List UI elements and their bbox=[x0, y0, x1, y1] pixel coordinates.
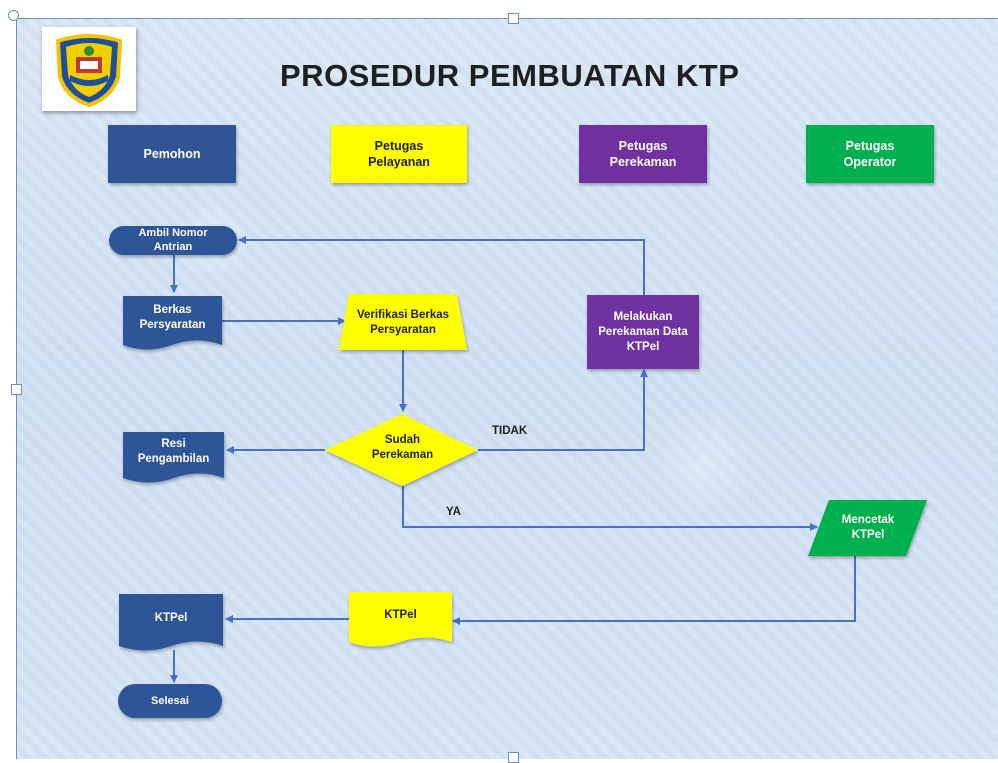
regional-emblem-icon bbox=[42, 27, 136, 111]
verifikasi-berkas-shape bbox=[339, 294, 467, 350]
lane-pemohon-label: Pemohon bbox=[143, 147, 201, 161]
resi-pengambilan-shape bbox=[123, 432, 224, 483]
ktpel-pelayanan-label: KTPel bbox=[384, 608, 417, 621]
connector-mencetak-to-ktpel-pelayanan bbox=[452, 556, 856, 625]
sudah-perekaman-decision-shape bbox=[325, 414, 478, 486]
mencetak-ktpel-label: Mencetak KTPel bbox=[841, 514, 895, 541]
connector-ya-to-mencetak bbox=[402, 486, 818, 531]
edge-label-tidak: TIDAK bbox=[492, 425, 528, 437]
ktpel-pemohon-shape bbox=[119, 594, 223, 651]
berkas-persyaratan-label: Berkas Persyaratan bbox=[139, 304, 206, 331]
selesai-label: Selesai bbox=[151, 694, 189, 707]
resize-handle-middle-left[interactable] bbox=[11, 384, 22, 395]
ambil-nomor-antrian-label: Ambil Nomor Antrian bbox=[138, 226, 208, 253]
ambil-nomor-antrian-shape bbox=[109, 226, 237, 255]
melakukan-perekaman-shape bbox=[587, 295, 699, 369]
selesai-terminator-shape bbox=[118, 684, 222, 718]
melakukan-perekaman-label: Melakukan Perekaman Data KTPel bbox=[598, 310, 688, 353]
lane-petugas-operator-label: Petugas Operator bbox=[843, 139, 897, 169]
page-title: PROSEDUR PEMBUATAN KTP bbox=[280, 58, 740, 93]
resi-pengambilan-label: Resi Pengambilan bbox=[137, 438, 210, 465]
mencetak-ktpel-shape bbox=[808, 500, 927, 556]
lane-petugas-perekaman: Petugas Perekaman bbox=[579, 125, 707, 183]
lane-petugas-pelayanan-label: Petugas Pelayanan bbox=[368, 139, 430, 169]
sudah-perekaman-label: Sudah Perekaman bbox=[371, 434, 434, 461]
connector-tidak-to-melakukan bbox=[478, 369, 648, 451]
edge-label-ya: YA bbox=[446, 506, 461, 518]
resize-handle-top-center[interactable] bbox=[508, 13, 519, 24]
verifikasi-berkas-label: Verifikasi Berkas Persyaratan bbox=[356, 309, 450, 336]
connector-melakukan-to-ambil bbox=[238, 236, 645, 295]
lane-petugas-operator: Petugas Operator bbox=[806, 125, 934, 183]
berkas-persyaratan-shape bbox=[123, 296, 222, 350]
ktpel-pemohon-label: KTPel bbox=[154, 611, 188, 624]
lane-petugas-pelayanan: Petugas Pelayanan bbox=[331, 125, 467, 183]
lane-pemohon: Pemohon bbox=[108, 125, 236, 183]
ktpel-pelayanan-shape bbox=[349, 592, 452, 647]
resize-handle-top-left[interactable] bbox=[8, 10, 19, 21]
lane-petugas-perekaman-label: Petugas Perekaman bbox=[609, 139, 677, 169]
